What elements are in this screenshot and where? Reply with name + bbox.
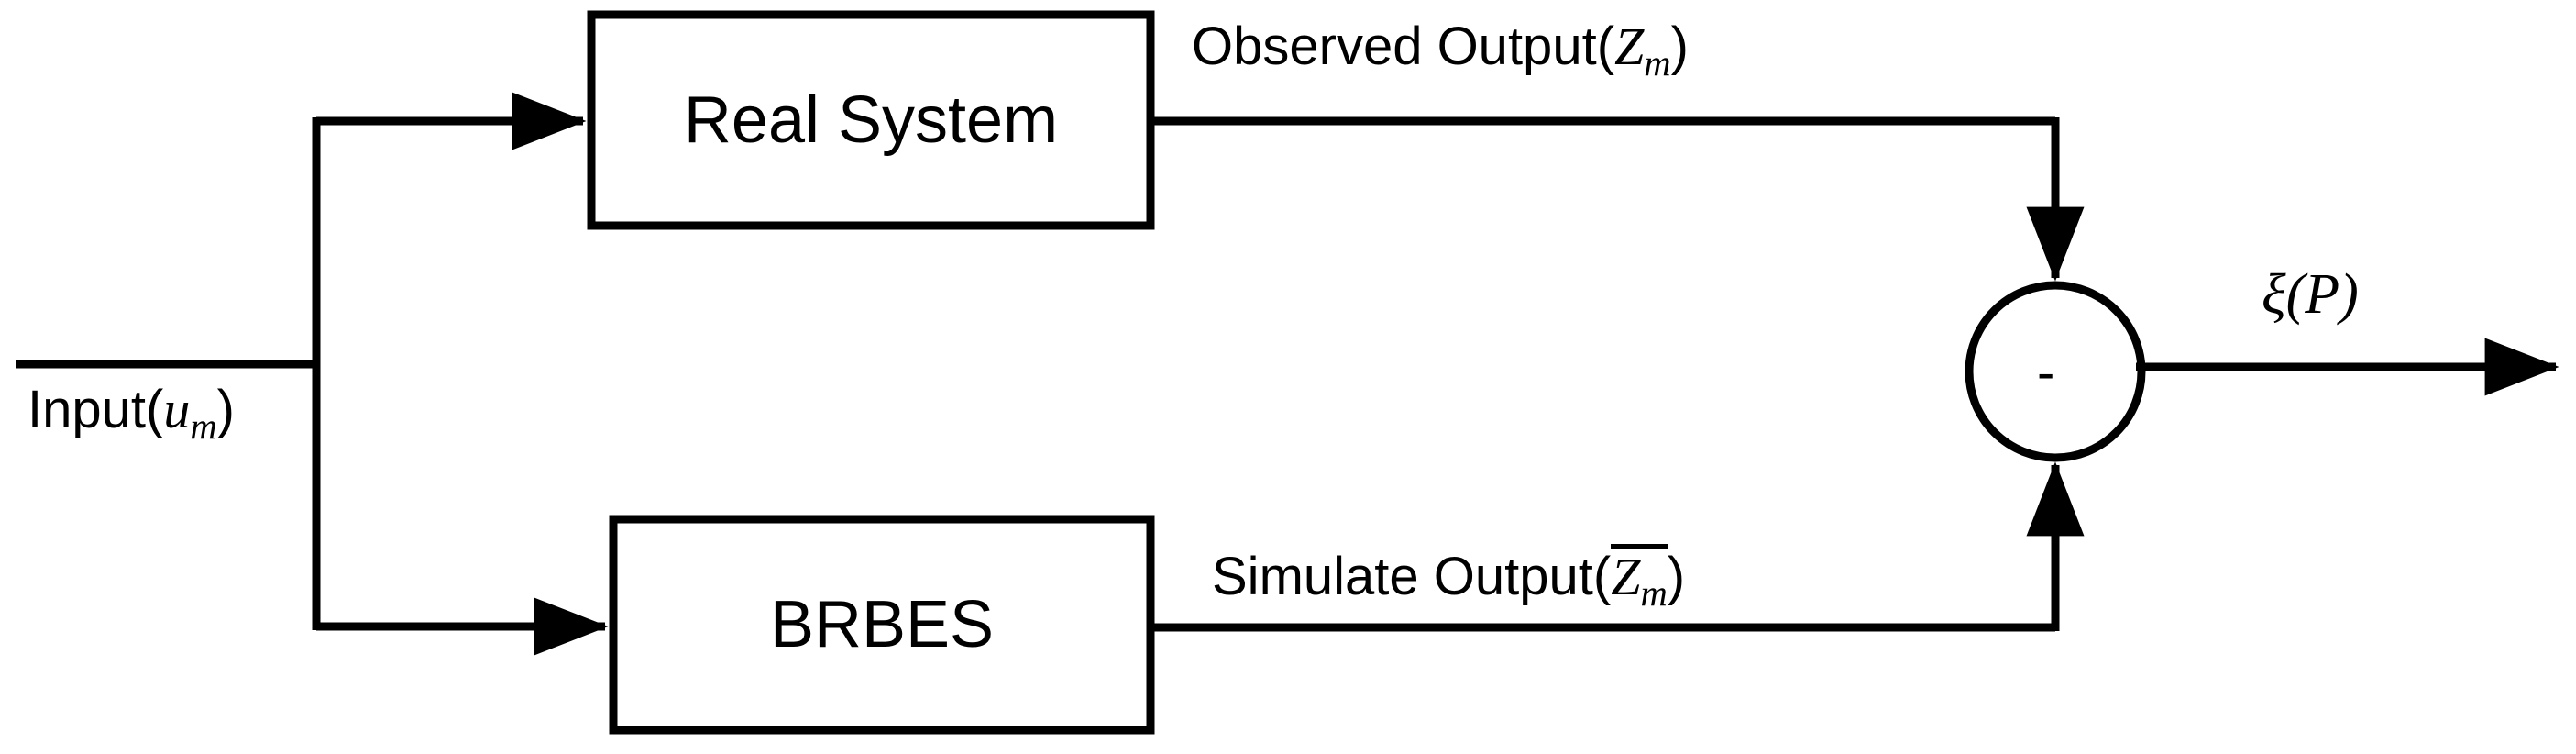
- label-observed-output-variable: Z: [1614, 17, 1645, 76]
- label-input: Input(um): [28, 383, 235, 446]
- label-input-text: Input: [28, 380, 146, 439]
- label-observed-output: Observed Output(Zm): [1192, 20, 1689, 83]
- label-simulate-output-variable: Z: [1611, 547, 1641, 606]
- summing-junction-operator: -: [2037, 343, 2055, 403]
- label-input-open-paren: (: [146, 380, 164, 439]
- label-simulate-output: Simulate Output(Zm): [1212, 544, 1686, 615]
- label-simulate-output-close-paren: ): [1667, 547, 1686, 606]
- label-input-variable: u: [163, 380, 191, 439]
- label-simulate-output-text: Simulate Output: [1212, 547, 1593, 606]
- block-label-real-system: Real System: [683, 83, 1059, 157]
- label-input-close-paren: ): [216, 380, 235, 439]
- label-error-signal-open-paren: (: [2285, 263, 2306, 326]
- label-observed-output-close-paren: ): [1670, 17, 1689, 76]
- label-error-signal-close-paren: ): [2339, 263, 2359, 326]
- block-label-brbes: BRBES: [769, 588, 995, 661]
- block-brbes[interactable]: [609, 515, 1155, 735]
- label-observed-output-subscript: m: [1644, 42, 1671, 84]
- label-observed-output-text: Observed Output: [1192, 17, 1597, 76]
- label-error-signal-variable: ξ: [2262, 263, 2286, 326]
- label-input-subscript: m: [190, 405, 217, 448]
- summing-junction-circle[interactable]: [1965, 281, 2146, 462]
- label-error-signal: ξ(P): [2262, 266, 2359, 323]
- label-simulate-output-overline-group: Zm: [1611, 544, 1668, 615]
- label-simulate-output-subscript: m: [1640, 572, 1668, 615]
- block-real-system[interactable]: [587, 10, 1155, 230]
- label-error-signal-argument: P: [2305, 263, 2340, 326]
- label-simulate-output-open-paren: (: [1592, 547, 1612, 606]
- label-observed-output-open-paren: (: [1596, 17, 1615, 76]
